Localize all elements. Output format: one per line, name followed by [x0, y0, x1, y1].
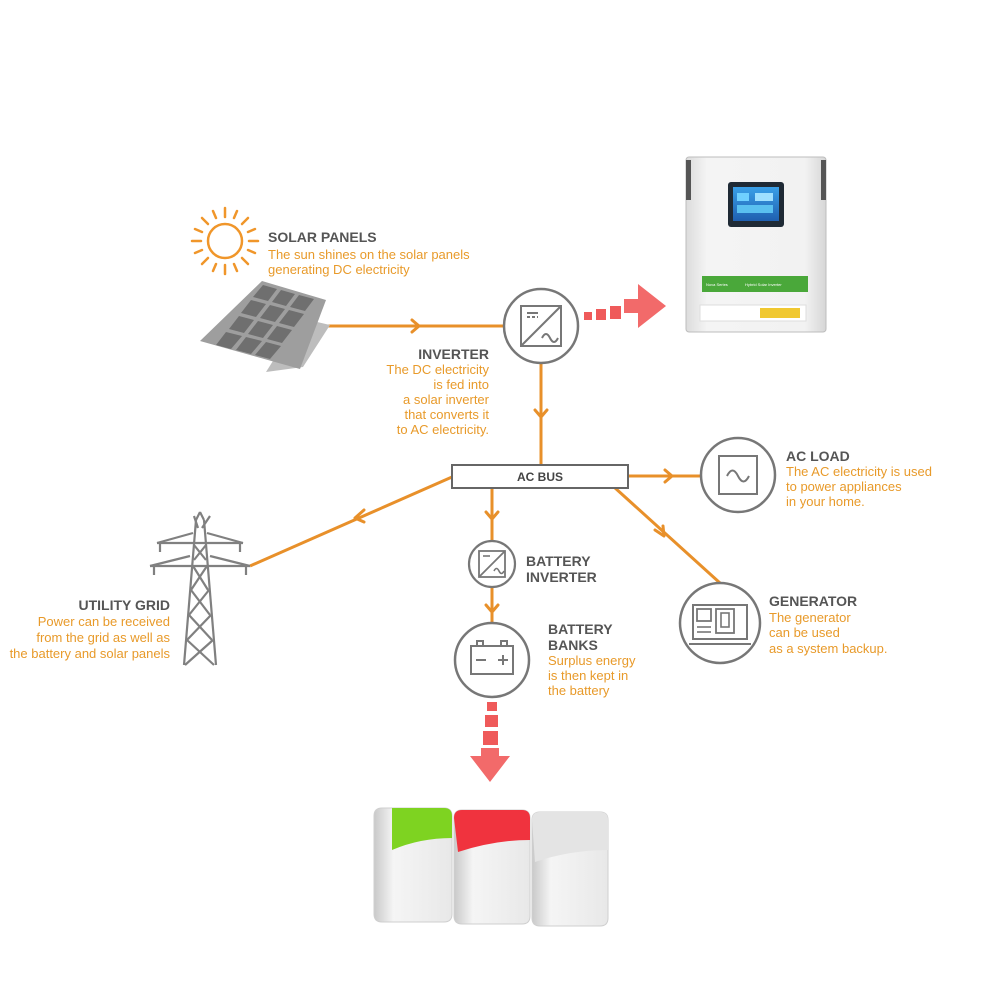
solar-desc-line: generating DC electricity: [268, 262, 410, 277]
battery-banks-desc-line: the battery: [548, 683, 610, 698]
generator-desc-line: as a system backup.: [769, 641, 888, 656]
battery-banks-title-line: BATTERY: [548, 621, 613, 637]
generator-desc-line: The generator: [769, 610, 851, 625]
utility-grid-label: UTILITY GRID Power can be received from …: [10, 597, 171, 661]
solar-title: SOLAR PANELS: [268, 229, 377, 245]
ac-bus-label: AC BUS: [517, 470, 563, 484]
transmission-tower-icon: [149, 511, 251, 666]
battery-banks-desc-line: Surplus energy: [548, 653, 636, 668]
chevron-down-icon: [533, 408, 549, 419]
solar-desc-line: The sun shines on the solar panels: [268, 247, 470, 262]
battery-banks-desc-line: is then kept in: [548, 668, 628, 683]
battery-inverter-label: BATTERY INVERTER: [526, 553, 597, 585]
generator-desc-line: can be used: [769, 625, 840, 640]
battery-inverter-icon: [467, 539, 517, 589]
output-arrow-down: [470, 702, 510, 782]
generator-title: GENERATOR: [769, 593, 857, 609]
ac-load-label: AC LOAD The AC electricity is used to po…: [786, 448, 932, 509]
inverter-desc-line: that converts it: [404, 407, 489, 422]
chevron-left-down-icon: [353, 508, 366, 524]
inverter-desc-line: is fed into: [433, 377, 489, 392]
output-arrow-right: [584, 284, 666, 328]
chevron-down-right-icon: [653, 524, 666, 538]
battery-unit-red: [453, 809, 531, 925]
ac-load-title: AC LOAD: [786, 448, 850, 464]
solar-label: SOLAR PANELS The sun shines on the solar…: [268, 229, 470, 277]
sine-wave-icon: [699, 436, 777, 514]
battery-inverter-title-line: INVERTER: [526, 569, 597, 585]
sun-icon: [190, 206, 260, 276]
utility-grid-desc-line: Power can be received: [38, 614, 170, 629]
bus-to-generator-line: [612, 485, 722, 585]
solar-panel-icon: [200, 281, 330, 372]
chevron-right-icon: [410, 318, 421, 334]
generator-icon: [678, 581, 762, 665]
ac-bus: AC BUS: [451, 464, 629, 489]
ac-load-desc-line: The AC electricity is used: [786, 464, 932, 479]
utility-grid-desc-line: from the grid as well as: [36, 630, 170, 645]
flow-chevrons: [353, 318, 674, 614]
flow-lines: [249, 324, 722, 623]
inverter-label: INVERTER The DC electricity is fed into …: [386, 346, 489, 437]
inverter-desc-line: The DC electricity: [386, 362, 489, 377]
battery-banks-title-line: BANKS: [548, 637, 598, 653]
inverter-title: INVERTER: [418, 346, 489, 362]
chevron-down-icon: [484, 603, 500, 614]
bus-to-grid-line: [249, 475, 453, 568]
battery-unit-gray: [531, 811, 609, 927]
generator-label: GENERATOR The generator can be used as a…: [769, 593, 888, 656]
battery-icon: [453, 621, 531, 699]
battery-unit-green: [373, 807, 453, 923]
dc-ac-inverter-icon: [502, 287, 580, 365]
inverter-desc-line: a solar inverter: [403, 392, 490, 407]
battery-inverter-title-line: BATTERY: [526, 553, 591, 569]
inverter-desc-line: to AC electricity.: [397, 422, 489, 437]
device-brand: Nova Series: [706, 282, 728, 287]
utility-grid-desc-line: the battery and solar panels: [10, 646, 171, 661]
ac-load-desc-line: in your home.: [786, 494, 865, 509]
hybrid-inverter-device: Nova Series Hybrid Solar Inverter: [685, 156, 827, 333]
battery-units: [373, 807, 609, 927]
battery-banks-label: BATTERY BANKS Surplus energy is then kep…: [548, 621, 636, 698]
device-model: Hybrid Solar Inverter: [745, 282, 782, 287]
ac-load-desc-line: to power appliances: [786, 479, 902, 494]
chevron-down-icon: [484, 510, 500, 521]
utility-grid-title: UTILITY GRID: [78, 597, 170, 613]
chevron-right-icon: [663, 468, 674, 484]
